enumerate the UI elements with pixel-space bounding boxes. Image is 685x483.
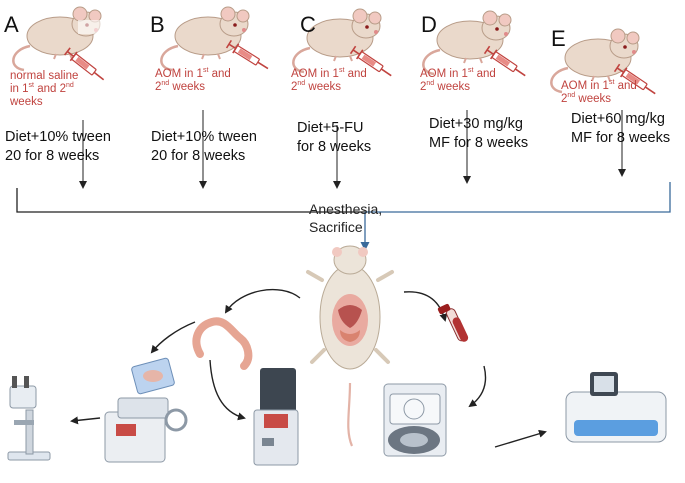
tissue-slide-icon: [131, 357, 175, 395]
microscope-icon: [7, 376, 51, 461]
microtome-icon: [104, 397, 188, 463]
group-label-a: A: [4, 12, 19, 37]
mouse-dissected-icon: [306, 245, 394, 447]
rat-icon: [160, 5, 251, 72]
colon-icon: [192, 317, 253, 370]
sacrifice-label: Anesthesia,Sacrifice: [309, 201, 383, 235]
analyzer-icon: [565, 372, 667, 443]
group-label-e: E: [551, 26, 566, 51]
injection-label-d: AOM in 1st and 2nd weeks: [420, 67, 496, 93]
injection-label-b: AOM in 1st and 2nd weeks: [155, 67, 231, 93]
injection-label-c: AOM in 1st and 2nd weeks: [291, 67, 367, 93]
blood-tube-icon: [437, 303, 469, 342]
tissue-processor-icon: [253, 368, 299, 466]
group-label-b: B: [150, 12, 165, 37]
group-label-d: D: [421, 12, 437, 37]
rat-icon: [12, 5, 112, 72]
flow-arrows: [70, 288, 547, 448]
group-label-c: C: [300, 12, 316, 37]
group-arrows: [79, 110, 626, 189]
injection-label-a: normal saline in 1st and 2nd weeks: [10, 70, 79, 108]
injection-label-e: AOM in 1st and 2nd weeks: [561, 79, 637, 105]
centrifuge-icon: [383, 383, 447, 457]
merge-bracket: [16, 182, 671, 251]
